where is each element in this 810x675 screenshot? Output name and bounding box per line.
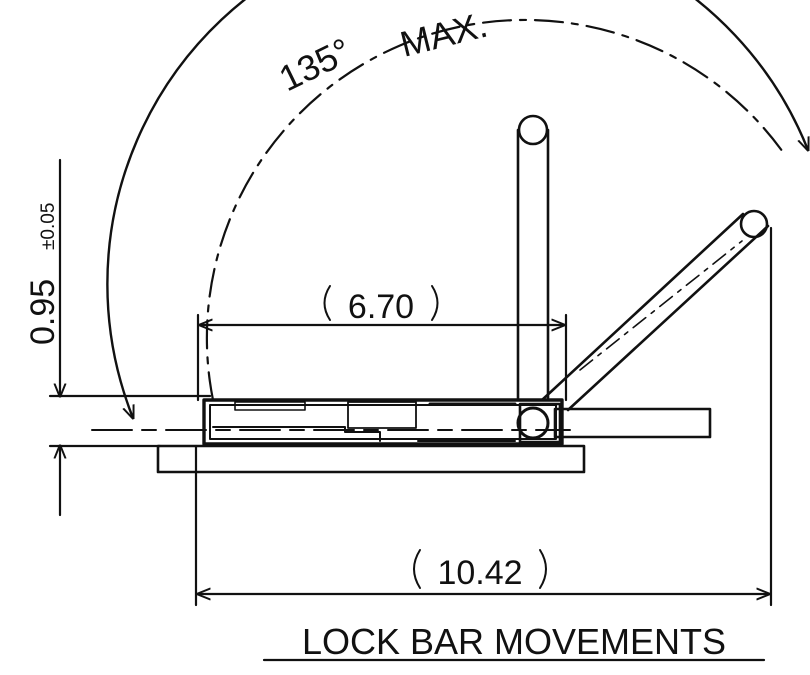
drawing-title: LOCK BAR MOVEMENTS (302, 621, 726, 662)
lock-bar-top-pin (517, 114, 549, 146)
base-board (156, 444, 586, 474)
lock-bar-open-pin (739, 209, 769, 239)
angle-max-label: MAX. (396, 4, 491, 65)
width-dimension-6-70 (196, 313, 568, 402)
connector-housing (202, 398, 564, 446)
thickness-tolerance-label: ±0.05 (38, 203, 59, 250)
paren-6-70-right (431, 285, 439, 321)
thickness-dimension (48, 158, 212, 517)
width-10-42-label: 10.42 (437, 554, 522, 592)
paren-6-70-left (323, 285, 331, 321)
angle-label: 135° (273, 30, 358, 99)
hinge-pin (516, 406, 550, 440)
thickness-label: 0.95 (24, 279, 62, 345)
lock-bar-vertical (516, 114, 550, 400)
lock-bar-open-135 (540, 209, 770, 412)
width-dimension-10-42 (194, 226, 773, 607)
paren-10-42-left (413, 549, 421, 589)
paren-10-42-right (539, 549, 547, 589)
lever-path-dash-arc (205, 18, 787, 402)
swing-arc-135 (106, 0, 808, 418)
lock-bar-closed (553, 407, 712, 439)
width-6-70-label: 6.70 (348, 288, 414, 326)
